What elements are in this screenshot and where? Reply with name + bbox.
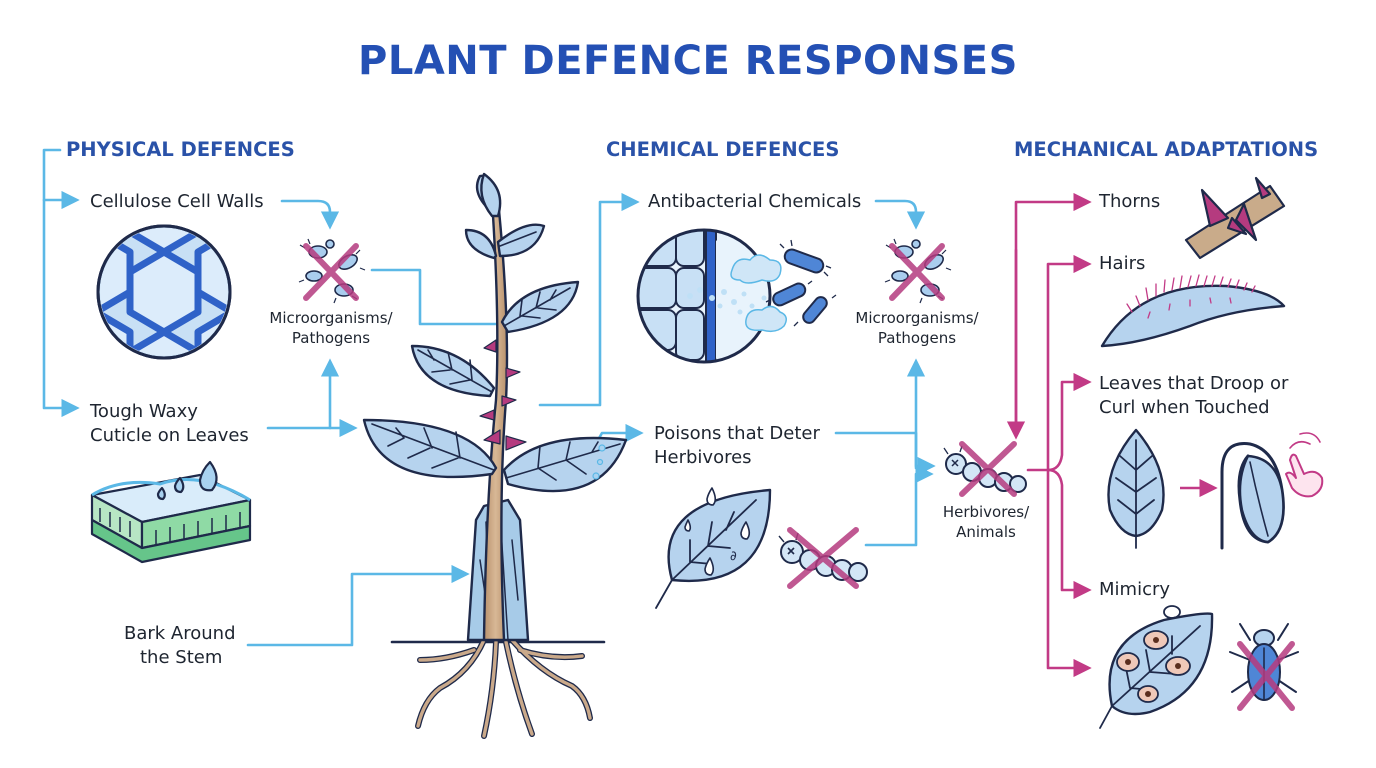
label-cuticle-line2: Cuticle on Leaves: [90, 425, 249, 446]
waxy-cuticle-icon: [90, 460, 252, 564]
poison-leaf-icon: ∂: [655, 487, 772, 609]
mimicry-leaf-icon: [1099, 605, 1214, 729]
antibacterial-cells-icon: [636, 228, 837, 364]
label-poisons-line2: Herbivores: [654, 447, 752, 468]
label-pathogens-left-line1: Microorganisms/: [269, 309, 393, 327]
label-pathogens-left-line2: Pathogens: [291, 329, 371, 347]
label-bark-line1: Bark Around: [124, 623, 236, 644]
section-mechanical-adaptations: MECHANICAL ADAPTATIONS: [1014, 138, 1319, 161]
pathogen-blocked-icon: [298, 238, 366, 304]
chemical-arrows: [538, 192, 936, 547]
hand-touch-icon: [1285, 432, 1324, 498]
page-title: PLANT DEFENCE RESPONSES: [358, 38, 1018, 84]
section-physical-defences: PHYSICAL DEFENCES: [66, 138, 295, 161]
label-mimicry: Mimicry: [1099, 579, 1171, 600]
label-droop-line1: Leaves that Droop or: [1099, 373, 1289, 394]
label-antibacterial-chemicals: Antibacterial Chemicals: [648, 191, 862, 212]
label-droop-line2: Curl when Touched: [1099, 397, 1270, 418]
label-cellulose-cell-walls: Cellulose Cell Walls: [90, 191, 264, 212]
hairy-leaf-icon: [1100, 274, 1286, 348]
label-pathogens-right-line2: Pathogens: [877, 329, 957, 347]
label-thorns: Thorns: [1099, 191, 1161, 212]
svg-text:∂: ∂: [730, 549, 737, 564]
label-pathogens-right-line1: Microorganisms/: [855, 309, 979, 327]
label-poisons-line1: Poisons that Deter: [654, 423, 820, 444]
label-bark-line2: the Stem: [140, 647, 223, 668]
cell-wall-icon: [96, 224, 232, 360]
thorn-icon: [1184, 176, 1286, 260]
herbivore-blocked-icon: [943, 441, 1027, 497]
caterpillar-blocked-icon: [778, 527, 868, 589]
label-cuticle-line1: Tough Waxy: [90, 401, 198, 422]
leaf-icon: [1107, 428, 1165, 549]
label-herbivores-line2: Animals: [956, 523, 1016, 541]
label-herbivores-line1: Herbivores/: [942, 503, 1030, 521]
label-hairs: Hairs: [1099, 253, 1146, 274]
pathogen-blocked-icon-2: [884, 238, 952, 304]
section-chemical-defences: CHEMICAL DEFENCES: [606, 138, 840, 161]
physical-arrows: [42, 148, 498, 647]
drooping-leaf-icon: [1220, 442, 1285, 550]
mechanical-arrows: [1006, 192, 1092, 678]
insect-blocked-icon: [1229, 623, 1299, 711]
plant-icon: [362, 172, 628, 739]
